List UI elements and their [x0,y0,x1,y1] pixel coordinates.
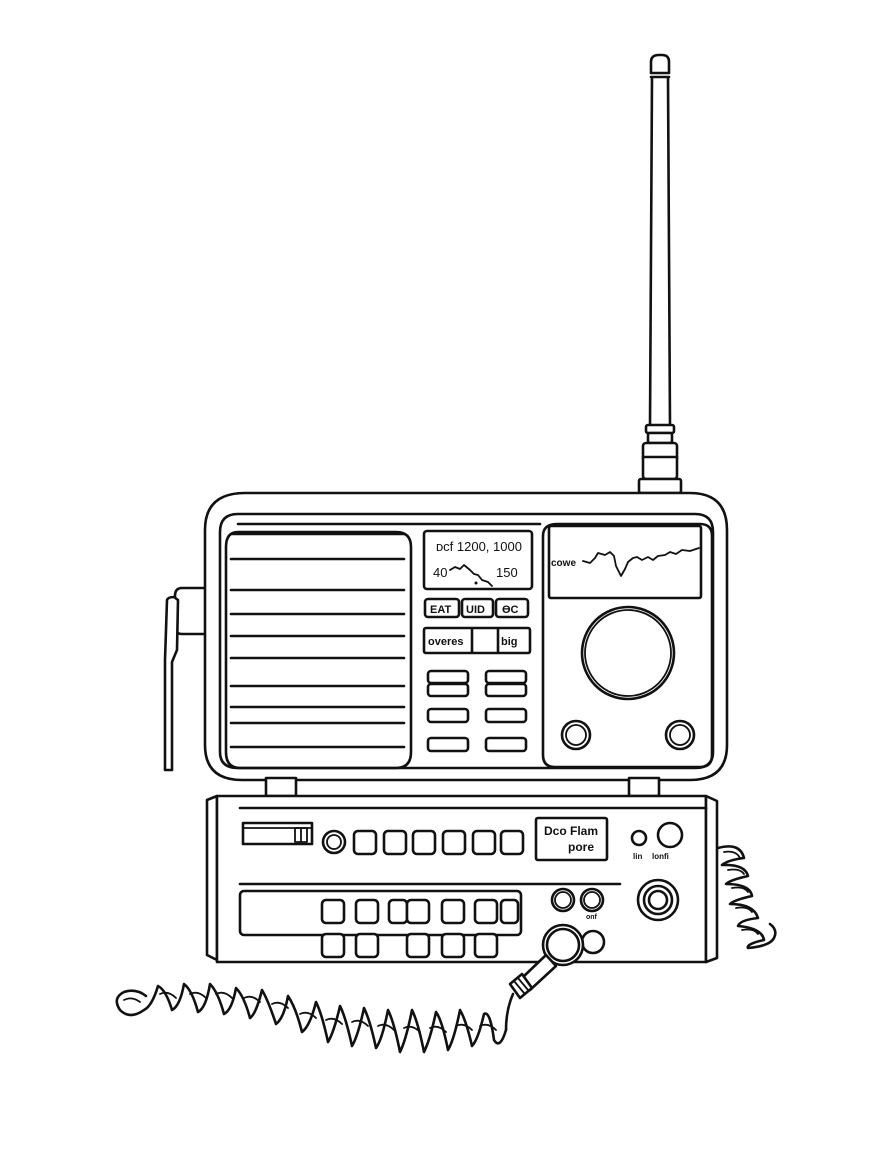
label-box-line1: Dco Flam [544,824,598,838]
base-button[interactable] [405,932,431,959]
key-button[interactable] [426,736,470,753]
tuning-dial[interactable] [580,605,676,701]
knob-right[interactable] [664,719,696,751]
key-button[interactable] [426,707,470,724]
jack-small[interactable] [630,829,648,847]
base-button[interactable] [387,898,409,925]
jack-label-right: lonfi [652,852,669,861]
key-button[interactable] [484,669,528,685]
knob-small[interactable] [550,887,576,913]
radio-foot-right [627,776,661,798]
keypad [426,669,528,753]
base-label-box [534,816,609,862]
key-button[interactable] [426,669,470,685]
antenna-tip [649,53,671,75]
knob-left[interactable] [560,719,592,751]
display-left-value: 40 [433,565,447,580]
mode-button-eat[interactable] [423,597,461,619]
base-button[interactable] [352,829,378,856]
jack-label-left: lin [633,852,642,861]
mic-jack[interactable] [636,878,680,922]
selector-left-label: overes [428,636,463,648]
svg-text:UID: UID [466,604,485,616]
radio-foot-left [264,776,298,798]
scope-trace [582,547,700,577]
right-coil-cord [716,845,777,950]
bottom-coil-cord [115,982,508,1054]
antenna-base [641,441,679,481]
base-button[interactable] [354,932,380,959]
base-button[interactable] [471,829,497,856]
selector-right-label: big [501,636,518,648]
mode-button-uid[interactable] [460,597,495,619]
antenna [637,53,683,495]
key-button[interactable] [484,682,528,698]
mode-button-oc[interactable] [494,597,530,619]
control-panel: cowe [541,522,714,769]
key-button[interactable] [484,707,528,724]
base-button[interactable] [405,898,431,925]
svg-text:ӨC: ӨC [502,604,519,616]
base-button[interactable] [473,932,499,959]
base-button[interactable] [473,898,499,925]
label-box-line2: pore [568,840,594,854]
base-top-row: Dco Flam pore lin lonfi [241,816,684,862]
speaker-grille [224,530,413,770]
base-knob[interactable] [321,829,347,855]
svg-text:EAT: EAT [430,604,451,616]
side-bracket [163,586,208,772]
base-button[interactable] [499,898,520,925]
knob-small[interactable] [579,887,605,913]
spectrum-scope [547,524,703,600]
base-button[interactable] [499,829,525,856]
key-button[interactable] [484,736,528,753]
base-button[interactable] [440,932,466,959]
key-button[interactable] [426,682,470,698]
base-button[interactable] [411,829,437,856]
base-button[interactable] [441,829,467,856]
display-frequency-text: ᴅcf 1200, 1000 [436,539,522,554]
base-button[interactable] [320,898,346,925]
microphone-plug [504,923,585,1032]
knob-label: onf [586,914,598,921]
base-button[interactable] [440,898,466,925]
button-panel [238,889,523,937]
mic-plug-head[interactable] [541,923,585,967]
display-signal-trace [449,564,493,587]
display-right-value: 150 [496,565,518,580]
scope-label: cowe [551,558,576,569]
base-button[interactable] [354,898,380,925]
mode-buttons: EAT UID ӨC [423,597,530,619]
base-button[interactable] [382,829,408,856]
base-button[interactable] [320,932,346,959]
frequency-display: ᴅcf 1200, 1000 40 150 [422,529,534,591]
base-bottom-row: onf [238,878,680,959]
jack-large[interactable] [656,821,684,849]
selector-bar[interactable]: overes big [422,626,532,655]
